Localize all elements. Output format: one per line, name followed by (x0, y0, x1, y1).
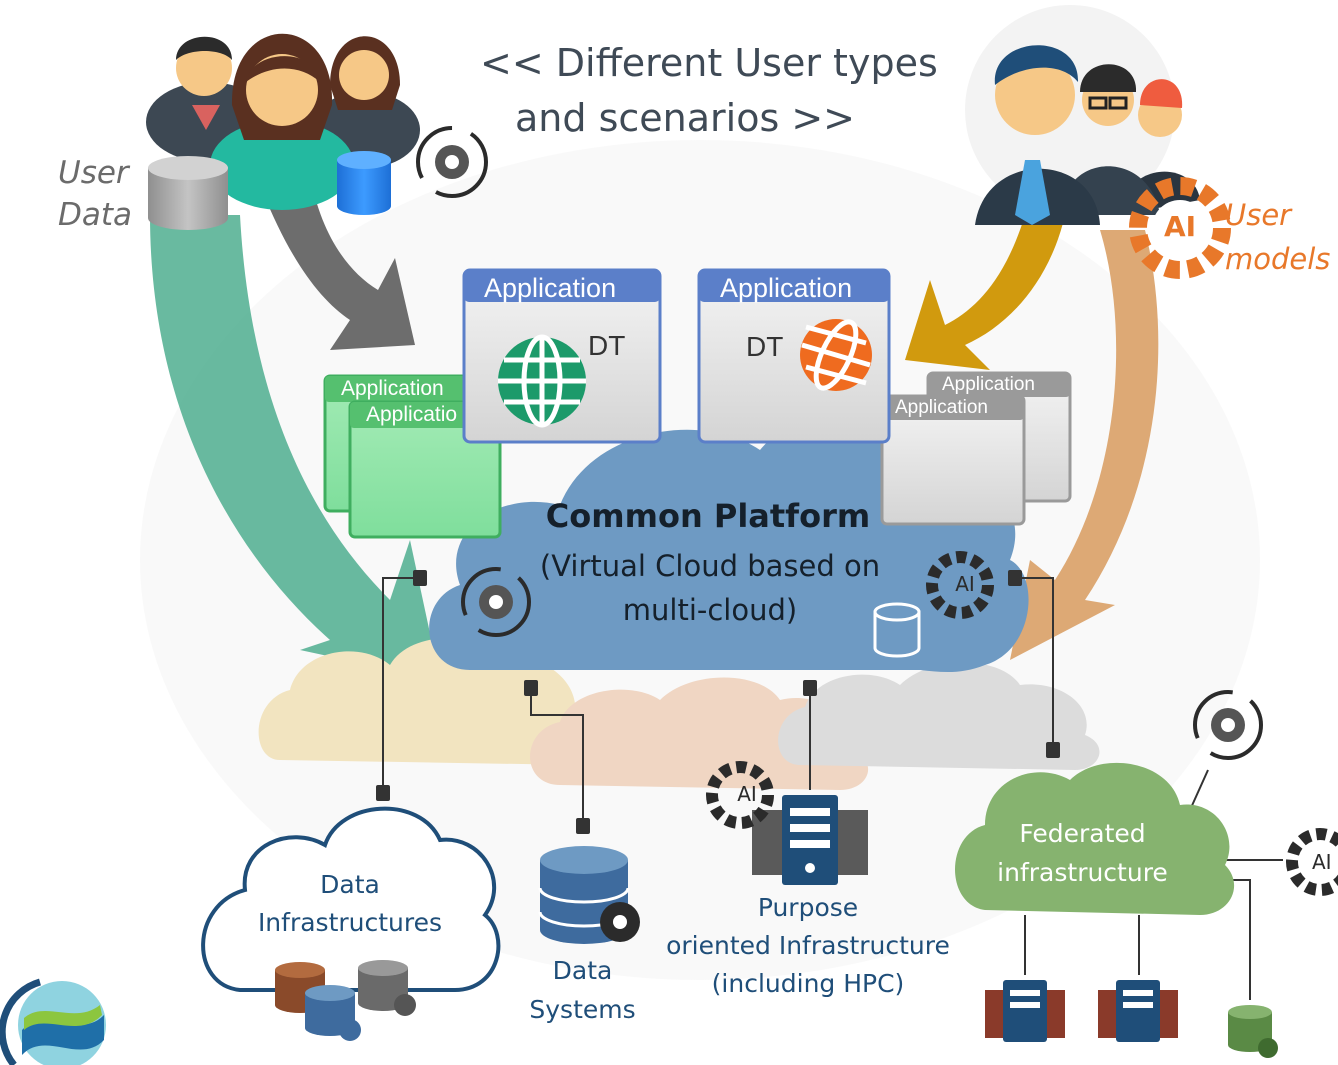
purpose-infrastructure-label-line1: Purpose (757, 893, 859, 922)
orange-globe-icon (800, 319, 872, 391)
data-systems-database-icon (538, 846, 640, 944)
gear-sync-icon-top-left (416, 126, 488, 198)
database-stack-icons (275, 960, 416, 1041)
user-data-teal-arrow (150, 215, 440, 680)
dt-label-orange: DT (746, 331, 784, 362)
ai-badge-federated: AI (1312, 850, 1332, 874)
data-infrastructures-cloud (201, 806, 501, 992)
user-models-tan-arrow (1010, 230, 1159, 660)
background-cloud-peach (530, 677, 869, 790)
ai-gear-icon-platform (926, 551, 994, 619)
diagram-title-line1: << Different User types (480, 41, 938, 85)
user-data-label-line2: Data (58, 197, 133, 233)
background-cloud-gray (778, 662, 1100, 770)
common-platform-subtitle-line1: (Virtual Cloud based on (539, 549, 881, 583)
ai-badge-platform: AI (955, 572, 975, 596)
purpose-infrastructure-label-line3: (including HPC) (711, 969, 905, 998)
application-title-green-dt: Application (484, 273, 617, 303)
gray-application-title-front: Application (895, 397, 988, 418)
common-platform-subtitle-line2: multi-cloud) (622, 593, 798, 627)
federated-infrastructure-label-line2: infrastructure (997, 858, 1168, 887)
federated-server-icon-left (985, 980, 1065, 1042)
ai-gear-icon-purpose (706, 761, 774, 829)
user-group-right (965, 5, 1200, 225)
ai-gear-icon-federated (1286, 828, 1338, 896)
ai-badge-purpose: AI (737, 782, 757, 806)
data-infrastructures-label-line2: Infrastructures (257, 908, 443, 937)
green-application-title-back: Application (341, 377, 444, 400)
purpose-infrastructure-label-line2: oriented Infrastructure (666, 931, 950, 960)
data-infrastructures-label-line1: Data (320, 870, 380, 899)
gray-database-icon (148, 156, 228, 230)
green-globe-icon (498, 334, 586, 428)
user-models-label-line1: User (1225, 198, 1292, 232)
blue-database-icon (337, 151, 391, 215)
gear-sync-icon-federated (1193, 690, 1263, 760)
federated-server-icon-right (1098, 980, 1178, 1042)
gray-application-window-front (880, 394, 1026, 526)
federated-infrastructure-cloud (955, 762, 1235, 915)
connector-plugs (376, 570, 1060, 834)
user-models-label-line2: models (1225, 242, 1331, 276)
federated-database-icon (1228, 1005, 1278, 1058)
federated-infrastructure-label-line1: Federated (1019, 819, 1146, 848)
ai-badge-user-models: AI (1163, 210, 1197, 243)
data-systems-label-line1: Data (552, 956, 613, 985)
user-group-left (146, 33, 420, 210)
dt-label-green: DT (588, 330, 626, 361)
ai-gear-icon-top-right (1129, 177, 1231, 279)
user-data-label-line1: User (58, 155, 129, 191)
diagram-title-line2: and scenarios >> (515, 96, 855, 140)
user-models-gold-arrow (905, 215, 1065, 370)
data-systems-label-line2: Systems (529, 995, 636, 1024)
gray-application-title-back: Application (942, 374, 1035, 395)
application-window-orange-dt (697, 268, 891, 444)
application-title-orange-dt: Application (720, 273, 853, 303)
gear-sync-icon-platform (461, 567, 531, 637)
white-database-icon-platform (873, 602, 921, 658)
purpose-server-icon (752, 795, 868, 885)
green-application-title-front: Applicatio (366, 403, 458, 426)
common-platform-title: Common Platform (545, 497, 871, 535)
organization-logo (0, 978, 106, 1065)
user-data-gray-arrow (262, 175, 415, 350)
